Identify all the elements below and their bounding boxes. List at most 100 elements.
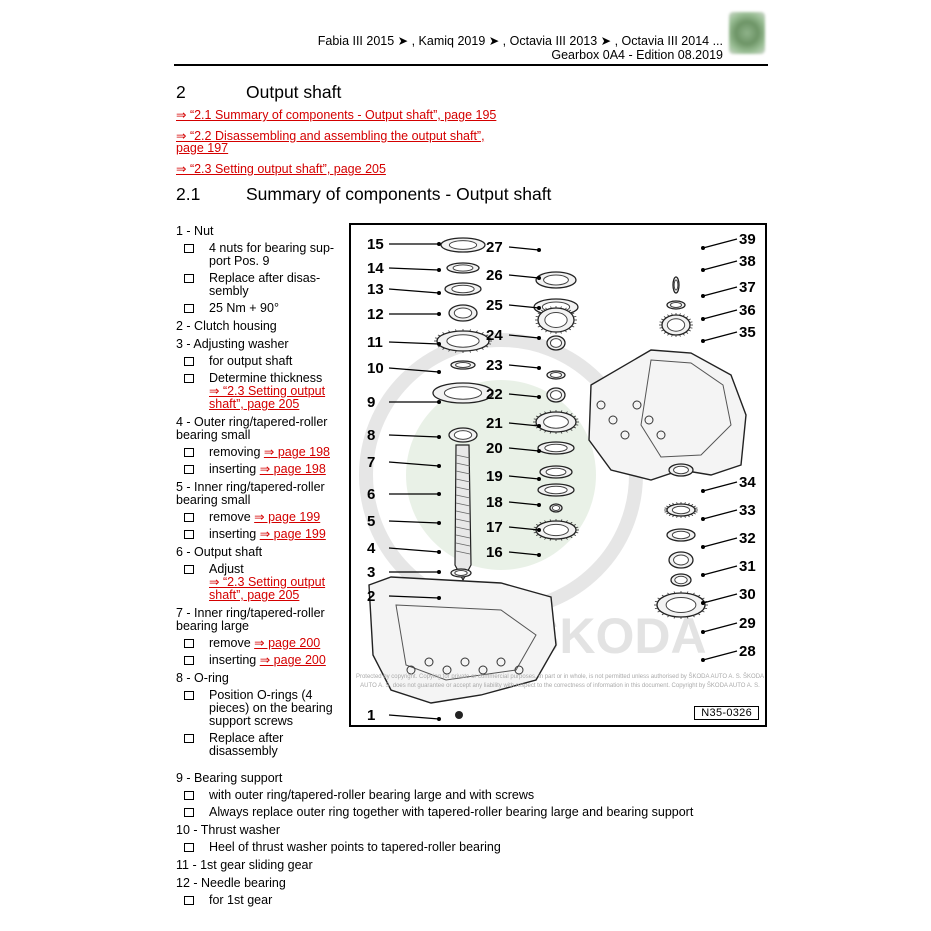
callout-leader-line: [702, 286, 738, 297]
gear-tooth: [560, 538, 563, 541]
figure-callout-28: 28: [739, 643, 756, 660]
callout-leader-line: [388, 520, 440, 524]
page-reference-link[interactable]: ⇒ page 200: [254, 636, 321, 650]
figure-callout-18: 18: [486, 494, 503, 511]
callout-leader-dot: [701, 339, 705, 343]
toc-link-setting[interactable]: ⇒ “2.3 Setting output shaft”, page 205: [176, 162, 386, 176]
gear-tooth: [657, 597, 661, 600]
toc-link-disassembling-page[interactable]: page 197: [176, 141, 229, 155]
callout-leader-line: [702, 238, 738, 249]
figure-callout-1: 1: [367, 707, 375, 724]
gear-tooth: [535, 524, 539, 526]
gear-tooth: [573, 322, 577, 325]
callout-leader-line: [388, 288, 440, 294]
gear-tooth: [697, 613, 701, 616]
left-part-7-bore: [453, 430, 473, 440]
left-part-11-bore: [446, 334, 480, 348]
list-subitem: Position O-rings (4 pieces) on the beari…: [184, 689, 351, 728]
gear-tooth: [663, 331, 667, 334]
callout-leader-line: [702, 309, 738, 320]
right-part-36-bore: [666, 318, 686, 332]
page-reference-link[interactable]: ⇒ page 199: [259, 527, 326, 541]
toc-link-summary[interactable]: ⇒ “2.1 Summary of components - Output sh…: [176, 108, 497, 122]
callout-leader-dot: [437, 717, 441, 721]
list-subitem: remove ⇒ page 199: [184, 511, 351, 524]
list-item: 2 - Clutch housing: [176, 320, 351, 333]
figure-callout-29: 29: [739, 615, 756, 632]
figure-callout-38: 38: [739, 253, 756, 270]
gear-tooth: [535, 415, 539, 418]
figure-callout-14: 14: [367, 260, 384, 277]
callout-leader-line: [388, 547, 440, 553]
left-part-15-bore: [448, 240, 478, 250]
mid-part-18-bore: [544, 485, 568, 495]
callout-leader-line: [702, 565, 738, 576]
page-reference-link[interactable]: ⇒ “2.3 Setting output shaft”, page 205: [209, 575, 326, 602]
gear-tooth: [560, 519, 563, 522]
figure-callout-21: 21: [486, 415, 503, 432]
callout-leader-line: [508, 304, 540, 309]
gear-tooth: [573, 524, 577, 526]
gear-tooth: [565, 520, 568, 523]
housing-bolt-hole: [496, 657, 506, 667]
callout-leader-dot: [537, 366, 541, 370]
callout-leader-line: [388, 367, 440, 373]
figure-callout-23: 23: [486, 357, 503, 374]
figure-callout-24: 24: [486, 327, 503, 344]
gear-tooth: [667, 333, 670, 336]
gear-tooth: [481, 347, 484, 350]
figure-callout-25: 25: [486, 297, 503, 314]
shaft-spline-line: [455, 550, 471, 555]
gear-tooth: [687, 502, 690, 506]
gear-tooth: [568, 309, 572, 312]
page-reference-link[interactable]: ⇒ page 198: [259, 462, 326, 476]
callout-leader-line: [388, 434, 440, 438]
callout-leader-dot: [701, 294, 705, 298]
callout-leader-dot: [437, 268, 441, 272]
gear-tooth: [469, 329, 471, 332]
gear-tooth: [539, 413, 543, 416]
callout-leader-dot: [701, 658, 705, 662]
figure-code: N35-0326: [694, 706, 759, 720]
list-subitem-text: inserting ⇒ page 200: [209, 653, 326, 667]
gear-tooth: [539, 521, 543, 524]
mid-part-27-bore: [543, 274, 569, 286]
gear-tooth: [687, 329, 691, 332]
figure-callout-5: 5: [367, 513, 375, 530]
figure-callout-33: 33: [739, 502, 756, 519]
toc-link-disassembling[interactable]: ⇒ “2.2 Disassembling and assembling the …: [176, 129, 485, 143]
page-reference-link[interactable]: ⇒ page 198: [263, 445, 330, 459]
figure-callout-3: 3: [367, 564, 375, 581]
page-reference-link[interactable]: ⇒ page 199: [254, 510, 321, 524]
gear-tooth: [671, 313, 673, 316]
figure-callout-2: 2: [367, 588, 375, 605]
callout-leader-line: [388, 461, 440, 467]
gear-tooth: [692, 512, 696, 515]
gear-tooth: [664, 511, 668, 513]
callout-leader-line: [702, 509, 738, 520]
page-reference-link[interactable]: ⇒ “2.3 Setting output shaft”, page 205: [209, 384, 326, 411]
list-item-title: 6 - Output shaft: [176, 545, 263, 559]
gear-tooth: [666, 505, 670, 508]
list-subitem: inserting ⇒ page 200: [184, 654, 351, 667]
housing-bolt-hole: [596, 400, 606, 410]
figure-callout-11: 11: [367, 334, 383, 351]
page-reference-link[interactable]: ⇒ page 200: [259, 653, 326, 667]
gear-tooth: [549, 410, 552, 413]
gear-tooth: [685, 316, 689, 319]
gear-tooth: [560, 410, 563, 413]
gear-tooth: [687, 514, 690, 518]
left-part-13-bore: [451, 284, 475, 294]
gear-tooth: [571, 312, 575, 315]
list-subitem: for output shaft: [184, 355, 351, 368]
mid-part-17-bore: [551, 505, 561, 511]
list-item: 5 - Inner ring/tapered-roller bearing sm…: [176, 481, 351, 541]
figure-callout-8: 8: [367, 427, 375, 444]
gear-tooth: [575, 424, 579, 426]
gear-tooth: [539, 428, 543, 431]
gear-tooth: [540, 328, 544, 331]
callout-leader-dot: [701, 630, 705, 634]
gear-tooth: [533, 526, 537, 529]
gear-tooth: [448, 349, 451, 352]
